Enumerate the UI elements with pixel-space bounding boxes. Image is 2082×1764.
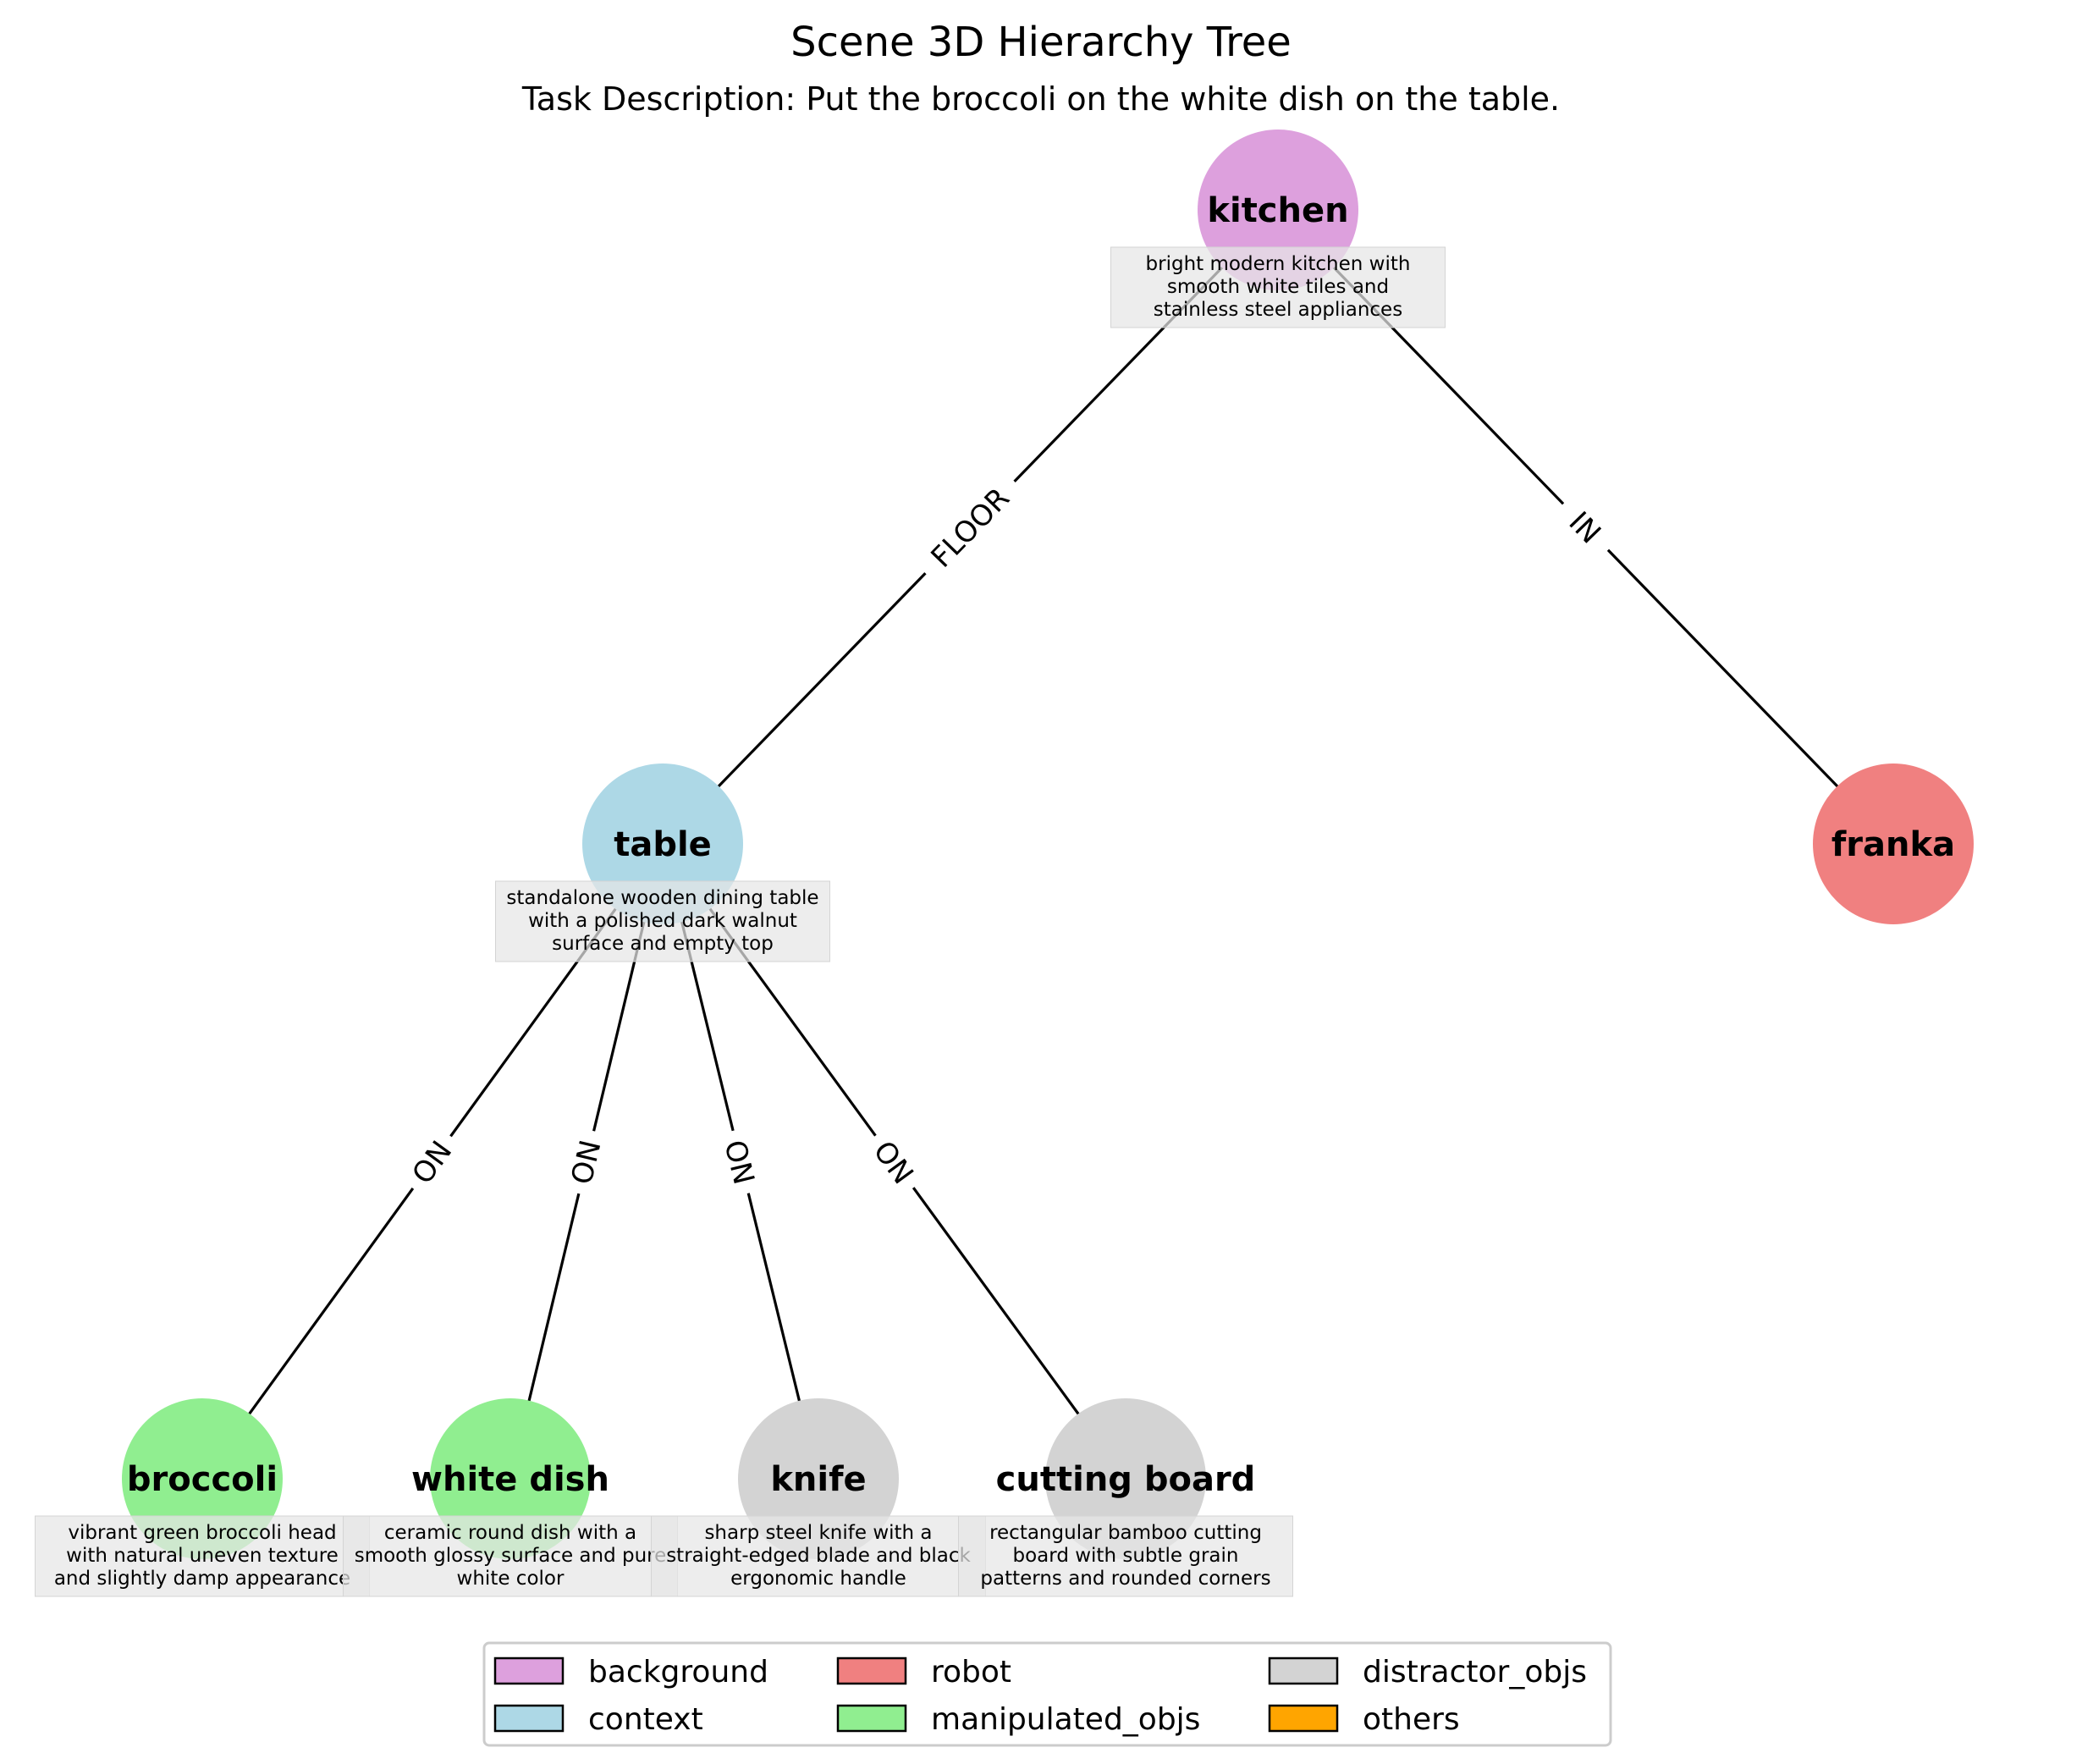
legend-swatch [836,1704,907,1733]
edge-label-background [712,1126,768,1199]
diagram-subtitle: Task Description: Put the broccoli on th… [521,80,1560,118]
node-description-line: white color [457,1568,565,1590]
node-description-line: smooth white tiles and [1167,276,1389,298]
legend-item-context: context [493,1702,703,1737]
edge-label-kitchen-table: FLOOR [911,467,1029,587]
node-table: table standalone wooden dining tablewith … [495,763,830,962]
node-description-box [495,880,830,962]
node-description-box [651,1515,986,1597]
node-description-line: surface and empty top [552,933,774,955]
node-kitchen: kitchen bright modern kitchen withsmooth … [1110,130,1446,328]
node-description-line: and slightly damp appearance [54,1568,350,1590]
node-label: broccoli [127,1460,278,1499]
node-description-box [35,1515,370,1597]
edge-label-background [558,1126,614,1199]
node-description-box [958,1515,1293,1597]
legend-swatch [493,1657,565,1685]
node-description-line: vibrant green broccoli head [68,1522,336,1544]
legend-label: context [588,1702,703,1737]
edges-layer [201,208,1895,1480]
legend-swatch [493,1704,565,1733]
node-description-line: stainless steel appliances [1154,299,1402,321]
legend-item-distractor-objs: distractor_objs [1268,1655,1587,1690]
legend-item-others: others [1268,1702,1460,1737]
node-description-line: bright modern kitchen with [1146,253,1411,275]
edge-label-background [858,1124,929,1200]
node-label: cutting board [996,1460,1256,1499]
edge-label-table-white-dish: ON [558,1126,614,1199]
legend-label: background [588,1655,768,1690]
node-cutting-board: cutting board rectangular bamboo cuttingb… [958,1398,1293,1597]
edge-label-table-broccoli: ON [396,1124,467,1200]
node-franka: franka [1813,763,1974,924]
edge-label-table-knife: ON [712,1126,768,1199]
node-description-box [343,1515,678,1597]
edge-label-table-cutting-board: ON [858,1124,929,1200]
node-circle [1813,763,1974,924]
node-description-line: with a polished dark walnut [528,910,797,932]
node-label: knife [770,1460,866,1499]
node-label: kitchen [1207,191,1348,230]
legend-item-robot: robot [836,1655,1011,1690]
node-label: white dish [411,1460,609,1499]
node-description-line: standalone wooden dining table [506,887,818,909]
legend: background context robot manipulated_objs di… [482,1641,1612,1747]
node-description-line: smooth glossy surface and pure [355,1545,667,1567]
node-knife: knife sharp steel knife with astraight-ed… [651,1398,986,1597]
edge-label-background [911,467,1029,587]
node-description-line: sharp steel knife with a [704,1522,932,1544]
legend-item-manipulated-objs: manipulated_objs [836,1702,1200,1737]
node-label: table [614,825,712,864]
node-description-line: rectangular bamboo cutting [989,1522,1262,1544]
edge-label-text: FLOOR [925,482,1016,575]
edge-label-background [396,1124,467,1200]
legend-label: others [1363,1702,1460,1737]
edge-label-background [1548,490,1622,565]
diagram-title: Scene 3D Hierarchy Tree [790,19,1292,66]
node-description-line: board with subtle grain [1013,1545,1239,1567]
legend-swatch [1268,1704,1339,1733]
legend-label: manipulated_objs [931,1702,1200,1737]
node-broccoli: broccoli vibrant green broccoli headwith … [35,1398,370,1597]
node-label: franka [1831,825,1955,864]
node-description-line: ergonomic handle [730,1568,906,1590]
node-white-dish: white dish ceramic round dish with asmoot… [343,1398,678,1597]
legend-label: distractor_objs [1363,1655,1587,1690]
node-description-line: with natural uneven texture [66,1545,339,1567]
legend-item-background: background [493,1655,768,1690]
node-description-line: straight-edged blade and black [666,1545,971,1567]
node-description-box [1110,246,1446,328]
legend-swatch [1268,1657,1339,1685]
legend-label: robot [931,1655,1011,1690]
node-description-line: ceramic round dish with a [384,1522,636,1544]
node-description-line: patterns and rounded corners [980,1568,1270,1590]
legend-swatch [836,1657,907,1685]
